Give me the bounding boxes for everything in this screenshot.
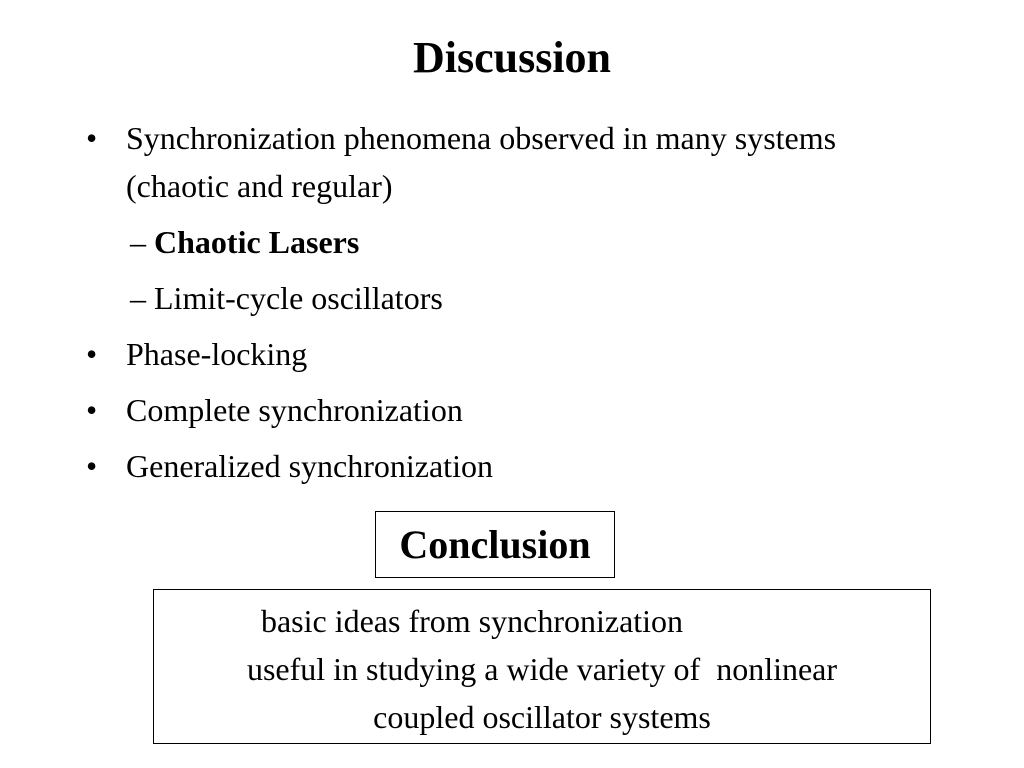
dash-marker: – [130, 224, 146, 260]
dash-marker: – [130, 280, 146, 316]
summary-line: coupled oscillator systems [373, 699, 711, 735]
conclusion-summary-box: basic ideas from synchronization useful … [153, 589, 931, 744]
bullet-text: Phase-locking [126, 336, 308, 372]
bullet-text: Synchronization phenomena observed in ma… [126, 120, 837, 204]
bullet-text: Generalized synchronization [126, 448, 493, 484]
bullet-text: Complete synchronization [126, 392, 463, 428]
bullet-list: • Synchronization phenomena observed in … [86, 114, 946, 498]
bullet-item-generalized-synchronization: • Generalized synchronization [86, 442, 946, 490]
bullet-marker: • [86, 336, 98, 372]
sub-bullet-text: Chaotic Lasers [154, 224, 360, 260]
sub-bullet-limit-cycle-oscillators: –Limit-cycle oscillators [126, 274, 946, 322]
conclusion-heading-box: Conclusion [375, 511, 615, 578]
summary-line: useful in studying a wide variety of non… [246, 651, 838, 687]
bullet-marker: • [86, 392, 98, 428]
slide-title: Discussion [412, 33, 612, 82]
summary-line: basic ideas from synchronization [260, 603, 684, 639]
sub-bullet-text: Limit-cycle oscillators [154, 280, 443, 316]
bullet-item-phase-locking: • Phase-locking [86, 330, 946, 378]
bullet-marker: • [86, 448, 98, 484]
bullet-item-synchronization-phenomena: • Synchronization phenomena observed in … [86, 114, 946, 322]
sub-bullet-list: –Chaotic Lasers –Limit-cycle oscillators [126, 218, 946, 322]
bullet-item-complete-synchronization: • Complete synchronization [86, 386, 946, 434]
bullet-marker: • [86, 120, 98, 156]
sub-bullet-chaotic-lasers: –Chaotic Lasers [126, 218, 946, 266]
